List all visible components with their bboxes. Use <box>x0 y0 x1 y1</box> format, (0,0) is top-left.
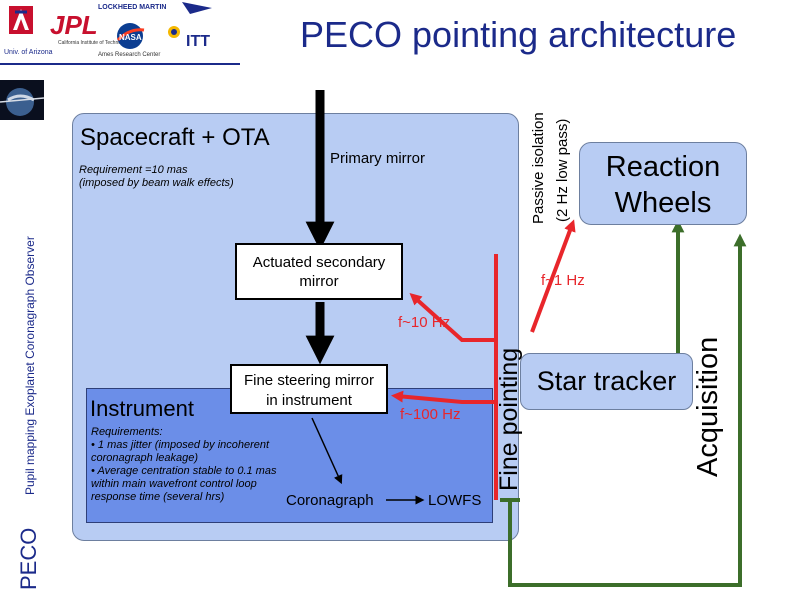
spacecraft-label: Spacecraft + OTA <box>80 124 270 151</box>
fine-steering-mirror-label: Fine steering mirror in instrument <box>243 372 375 409</box>
beam-arrow-to-coronagraph <box>311 417 343 485</box>
requirements-text: Requirements: • 1 mas jitter (imposed by… <box>91 426 277 503</box>
secondary-mirror-label: Actuated secondary mirror <box>252 254 386 290</box>
lockheed-logo: LOCKHEED MARTIN <box>98 4 166 11</box>
planet-image <box>0 80 44 120</box>
itt-logo: ITT <box>168 26 210 50</box>
jpl-logo: JPL <box>50 10 98 40</box>
acquisition-label: Acquisition <box>692 336 724 477</box>
requirement-text: Requirement =10 mas (imposed by beam wal… <box>79 164 234 189</box>
reaction-wheels-label: Reaction Wheels <box>605 151 721 219</box>
green-arrow-acquisition-outer <box>508 233 747 587</box>
svg-text:JPL: JPL <box>50 10 98 40</box>
coronagraph-label: Coronagraph <box>286 492 374 509</box>
lowfs-label: LOWFS <box>428 492 482 509</box>
f1-label: f~1 Hz <box>541 272 585 289</box>
f100-label: f~100 Hz <box>400 406 461 423</box>
lockheed-star-icon <box>182 2 212 14</box>
instrument-label: Instrument <box>90 396 194 421</box>
star-tracker-label: Star tracker <box>536 366 677 396</box>
svg-text:ITT: ITT <box>186 33 210 50</box>
secondary-mirror-box: Actuated secondary mirror <box>235 243 403 300</box>
arizona-logo-text: Univ. of Arizona <box>4 49 53 56</box>
red-arrow-f10 <box>409 292 496 342</box>
fine-steering-mirror-box: Fine steering mirror in instrument <box>230 364 388 414</box>
red-arrow-f100 <box>391 390 496 404</box>
f10-label: f~10 Hz <box>398 314 451 331</box>
red-arrow-isolation <box>530 219 576 333</box>
jpl-subtitle: California Institute of Technology <box>58 40 131 46</box>
arizona-logo <box>9 6 33 34</box>
page-title: PECO pointing architecture <box>300 14 737 55</box>
partner-logos: Univ. of Arizona JPL California Institut… <box>0 2 240 65</box>
passive-isolation-label: Passive isolation <box>530 112 547 224</box>
nasa-logo: NASA <box>116 23 145 49</box>
low-pass-label: (2 Hz low pass) <box>554 118 571 222</box>
star-tracker-box: Star tracker <box>520 353 693 410</box>
primary-mirror-label: Primary mirror <box>330 150 425 167</box>
reaction-wheels-box: Reaction Wheels <box>579 142 747 225</box>
ames-text: Ames Research Center <box>98 52 160 58</box>
svg-text:NASA: NASA <box>119 33 142 42</box>
header-rule <box>0 63 240 65</box>
